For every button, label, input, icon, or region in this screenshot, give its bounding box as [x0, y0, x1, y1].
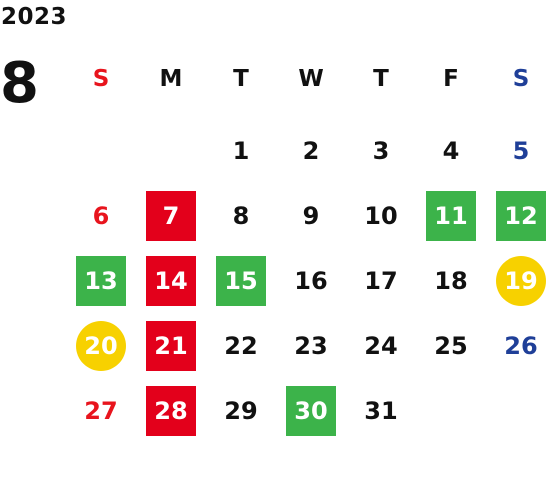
day-cell: 7	[146, 191, 196, 241]
weekday-saturday: S	[512, 66, 530, 92]
day-cell: 1	[232, 137, 250, 165]
day-cell: 30	[286, 386, 336, 436]
day-cell: 17	[364, 267, 398, 295]
calendar-month: 8	[0, 51, 39, 116]
day-cell: 24	[364, 332, 398, 360]
day-cell: 3	[372, 137, 390, 165]
day-cell: 21	[146, 321, 196, 371]
day-cell: 18	[434, 267, 468, 295]
weekday-wednesday: W	[298, 66, 324, 92]
day-cell: 20	[76, 321, 126, 371]
day-cell: 28	[146, 386, 196, 436]
day-cell: 31	[364, 397, 398, 425]
day-cell: 2	[302, 137, 320, 165]
day-cell: 4	[442, 137, 460, 165]
day-cell: 14	[146, 256, 196, 306]
day-cell: 13	[76, 256, 126, 306]
day-cell: 23	[294, 332, 328, 360]
day-cell: 19	[496, 256, 546, 306]
day-cell: 29	[224, 397, 258, 425]
weekday-thursday: T	[373, 66, 389, 92]
day-cell: 8	[232, 202, 250, 230]
day-cell: 10	[364, 202, 398, 230]
weekday-tuesday: T	[233, 66, 249, 92]
day-cell: 22	[224, 332, 258, 360]
day-cell: 5	[512, 137, 530, 165]
day-cell: 15	[216, 256, 266, 306]
day-cell: 27	[84, 397, 118, 425]
day-cell: 26	[504, 332, 538, 360]
day-cell: 25	[434, 332, 468, 360]
weekday-sunday: S	[92, 66, 110, 92]
day-cell: 12	[496, 191, 546, 241]
weekday-friday: F	[443, 66, 459, 92]
day-cell: 11	[426, 191, 476, 241]
day-cell: 6	[92, 202, 110, 230]
weekday-monday: M	[159, 66, 183, 92]
day-cell: 9	[302, 202, 320, 230]
calendar-year: 2023	[1, 4, 68, 30]
day-cell: 16	[294, 267, 328, 295]
